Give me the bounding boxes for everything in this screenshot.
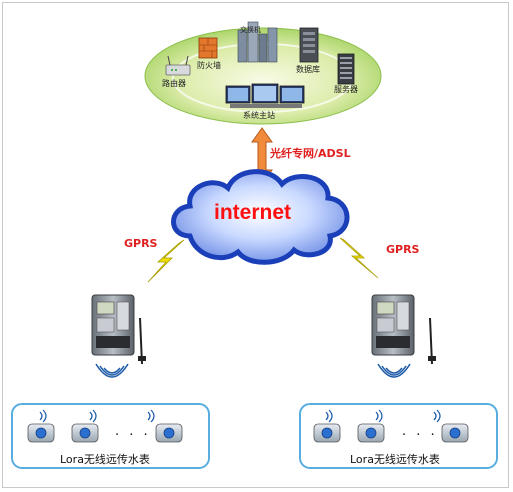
lightning-right-icon [339,237,379,279]
meter-group-right-box [299,403,498,469]
lightning-left-icon [147,239,185,283]
main-station-monitors-icon [225,83,305,108]
meter-ellipsis-right: · · · [402,428,438,443]
water-meter-right-2-icon [357,409,385,443]
meter-ellipsis-left: · · · [115,428,151,443]
collector-terminal-right-icon [371,294,436,365]
outer-frame [2,2,509,488]
water-meter-right-1-icon [313,409,341,443]
gprs-right-label: GPRS [386,243,420,256]
router-label: 路由器 [162,79,186,88]
meter-group-right-label: Lora无线远传水表 [350,453,440,466]
server-label: 服务器 [334,85,358,94]
cloud-label: internet [214,201,292,224]
water-meter-left-2-icon [71,409,99,443]
database-icon [299,27,319,63]
gprs-left-label: GPRS [124,237,158,250]
water-meter-left-3-icon [147,409,183,443]
water-meter-left-1-icon [27,409,55,443]
firewall-icon [198,37,218,59]
meter-group-left-box [11,403,210,469]
wireless-signal-right-icon [377,363,411,378]
wireless-signal-left-icon [95,363,129,378]
router-icon [165,55,191,76]
database-label: 数据库 [296,65,320,74]
internet-cloud-icon [171,169,350,265]
water-meter-right-3-icon [433,409,469,443]
switch-label: 交换机 [240,26,261,34]
switch-buildings-icon [237,21,278,63]
collector-terminal-left-icon [91,294,146,365]
server-icon [337,53,355,85]
link-label: 光纤专网/ADSL [270,147,351,160]
firewall-label: 防火墙 [197,61,221,70]
meter-group-left-label: Lora无线远传水表 [60,453,150,466]
main-station-label: 系统主站 [243,111,275,120]
